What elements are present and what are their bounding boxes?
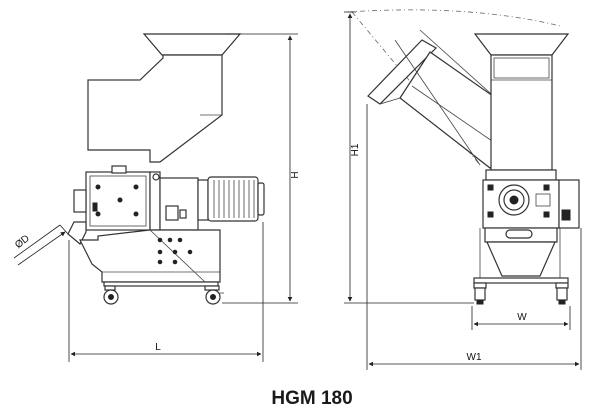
dimension-l: L xyxy=(68,222,264,362)
hopper-body-front xyxy=(490,54,553,171)
motor-fins xyxy=(213,180,255,218)
model-title: HGM 180 xyxy=(271,388,352,409)
dimension-h1: H1 xyxy=(344,11,474,304)
side-view: H L ØD xyxy=(13,33,301,362)
dimension-diameter: ØD xyxy=(13,224,69,266)
diameter-label: ØD xyxy=(13,233,32,251)
caster-right-front xyxy=(555,282,569,305)
latch xyxy=(92,202,98,212)
dimension-w1: W1 xyxy=(366,104,582,370)
hopper-funnel-front xyxy=(473,33,570,56)
caster-rear xyxy=(204,285,224,305)
width-label: W xyxy=(517,312,527,323)
bolt xyxy=(133,184,139,190)
gear-block xyxy=(159,177,199,231)
collection-funnel xyxy=(486,241,556,277)
motor xyxy=(207,176,259,222)
height-open-label: H1 xyxy=(350,143,361,156)
height-label: H xyxy=(290,171,301,178)
bolt xyxy=(95,184,101,190)
control-panel xyxy=(157,237,193,265)
outlet-chute xyxy=(67,221,87,245)
bolt xyxy=(133,211,139,217)
bolt xyxy=(117,197,123,203)
hopper-funnel xyxy=(142,33,242,56)
length-label: L xyxy=(155,342,161,353)
machine-frame xyxy=(79,229,221,283)
hopper-body xyxy=(87,54,223,163)
caster-front xyxy=(103,285,119,305)
dimension-w: W xyxy=(471,306,571,330)
swing-arc xyxy=(347,9,561,27)
front-view: H1 W W1 xyxy=(344,9,582,370)
side-motor-box xyxy=(558,179,580,229)
dimension-h: H xyxy=(222,33,301,304)
caster-left-front xyxy=(473,282,487,305)
bolt xyxy=(95,211,101,217)
width-open-label: W1 xyxy=(467,352,482,363)
